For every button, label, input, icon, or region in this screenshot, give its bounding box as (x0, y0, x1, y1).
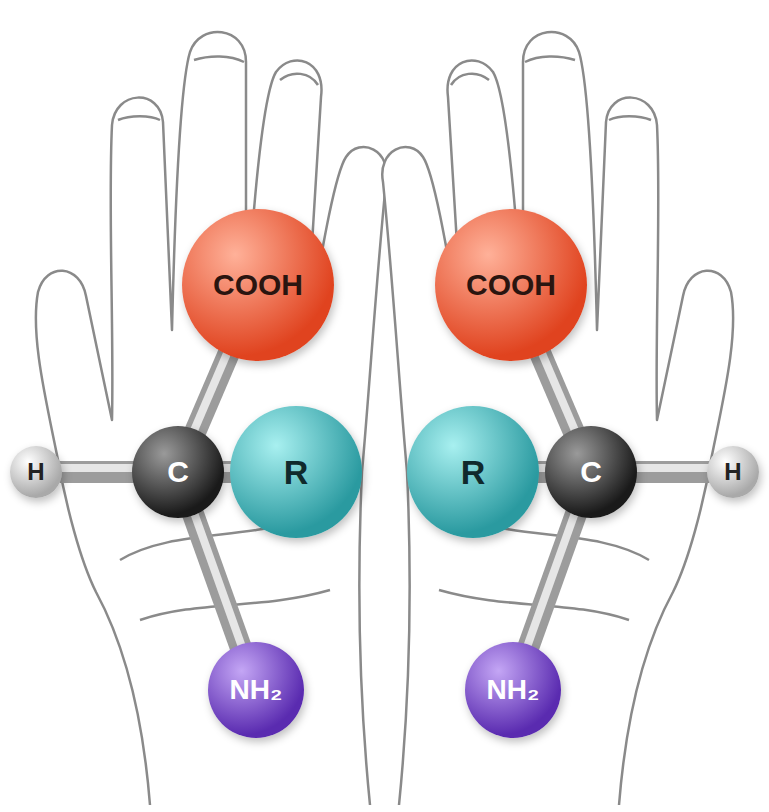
bond-stick (528, 507, 577, 649)
atom-ball: NH₂ (465, 642, 561, 738)
atom-ball: H (10, 446, 62, 498)
atom-ball: C (545, 426, 637, 518)
atom-label: R (284, 453, 309, 492)
atom-ball: R (230, 406, 362, 538)
atom-label: COOH (213, 268, 303, 302)
atom-ball: H (707, 446, 759, 498)
bond-stick-highlight (538, 344, 575, 430)
atom-label: NH₂ (230, 674, 283, 706)
atom-ball: COOH (182, 209, 334, 361)
bond-stick-highlight (192, 507, 241, 645)
hand-outline (36, 32, 387, 805)
bond-stick (192, 507, 241, 649)
atom-label: H (724, 458, 741, 486)
atom-ball: COOH (435, 209, 587, 361)
atom-ball: C (132, 426, 224, 518)
atom-ball: R (407, 406, 539, 538)
atom-label: C (580, 455, 602, 489)
bond-stick-highlight (632, 464, 709, 472)
atom-label: NH₂ (487, 674, 540, 706)
bond-stick (194, 344, 231, 434)
bond-stick (632, 468, 709, 472)
atom-ball: NH₂ (208, 642, 304, 738)
atom-label: C (167, 455, 189, 489)
bond-stick (59, 468, 136, 472)
bond-stick-body (632, 461, 709, 483)
left-hand (36, 32, 387, 805)
atom-label: H (27, 458, 44, 486)
bond-stick (538, 344, 575, 434)
bond-stick-body (59, 461, 136, 483)
bond-stick-highlight (59, 464, 136, 472)
bond-stick-highlight (194, 344, 231, 430)
bond-stick-highlight (528, 507, 577, 645)
atom-label: COOH (466, 268, 556, 302)
atom-label: R (461, 453, 486, 492)
